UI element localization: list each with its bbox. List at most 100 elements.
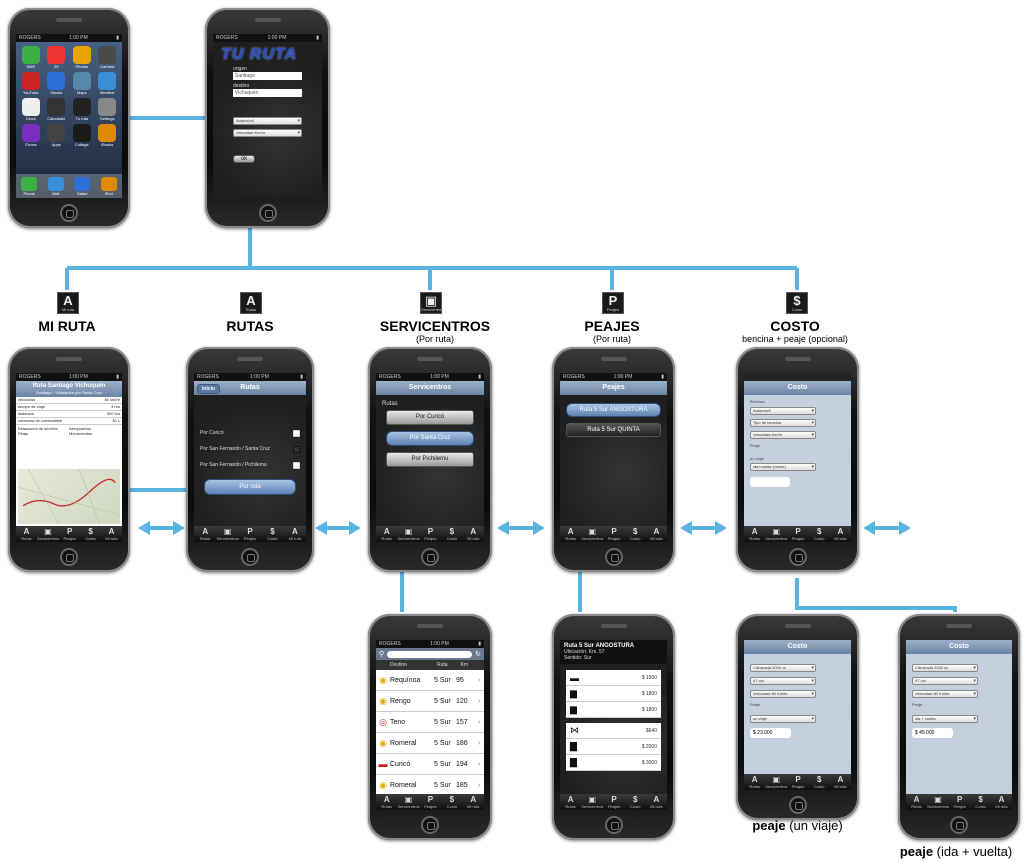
home-button[interactable]: [60, 204, 78, 222]
tab-item[interactable]: ▣Servicentros: [216, 526, 238, 542]
search-input[interactable]: [387, 650, 473, 658]
speed-select[interactable]: Velocidad Km/hr: [750, 431, 816, 439]
trip-select[interactable]: ida + vuelta: [912, 715, 978, 723]
speed-select[interactable]: Velocidad 80 Km/hr: [750, 690, 816, 698]
tab-item[interactable]: ▣Servicentros: [765, 774, 787, 790]
octane-select[interactable]: 97 oct: [750, 677, 816, 685]
app-icon[interactable]: Photos: [70, 46, 94, 69]
home-button[interactable]: [604, 816, 623, 834]
destination-input[interactable]: Vichuquén: [233, 89, 302, 97]
servicentros-route-button[interactable]: Por Santa Cruz: [386, 431, 474, 446]
octane-select[interactable]: 97 oct: [912, 677, 978, 685]
trip-select[interactable]: ida+vuelta (volver): [750, 463, 816, 471]
tab-item[interactable]: $Costo: [809, 774, 830, 790]
tab-item[interactable]: $Costo: [261, 526, 283, 542]
vehicle-select[interactable]: Automóvil: [750, 407, 816, 415]
option-checkbox[interactable]: [293, 461, 300, 469]
home-button[interactable]: [604, 548, 623, 566]
tab-item[interactable]: $Costo: [80, 526, 101, 542]
app-icon[interactable]: Stocks: [45, 72, 69, 95]
dock-app[interactable]: iPod: [100, 176, 117, 196]
home-button[interactable]: [950, 816, 968, 834]
trip-select[interactable]: un viaje: [750, 715, 816, 723]
app-icon[interactable]: Camera: [96, 46, 120, 69]
ok-button[interactable]: ok: [233, 155, 255, 163]
speed-select[interactable]: Velocidad Km/hr: [233, 129, 302, 137]
vehicle-select[interactable]: Automóvil: [233, 117, 302, 125]
tab-item[interactable]: $Costo: [625, 794, 646, 810]
tab-item[interactable]: $Costo: [809, 526, 830, 542]
servicentros-route-button[interactable]: Por Curicó: [386, 410, 474, 425]
tab-item[interactable]: ▣Servicentros: [397, 794, 419, 810]
app-icon[interactable]: Weather: [96, 72, 120, 95]
dock-app[interactable]: Mail: [47, 176, 64, 196]
app-icon[interactable]: SMS: [19, 46, 43, 69]
back-button[interactable]: Inicio: [197, 384, 221, 394]
cilindrada-select[interactable]: Cilindrada 2000 cc: [912, 664, 978, 672]
tab-item[interactable]: $Costo: [441, 794, 462, 810]
peaje-route-button[interactable]: Ruta 5 Sur ANGOSTURA: [566, 403, 661, 417]
tab-item[interactable]: $Costo: [970, 794, 991, 810]
tab-item[interactable]: ▣Servicentros: [927, 794, 949, 810]
home-button[interactable]: [788, 548, 807, 566]
option-checkbox[interactable]: [293, 445, 300, 453]
app-icon[interactable]: iBooks: [96, 124, 120, 147]
speed-select[interactable]: Velocidad 80 Km/hr: [912, 690, 978, 698]
home-button[interactable]: [788, 796, 807, 814]
refresh-icon[interactable]: ↻: [475, 651, 481, 658]
app-icon[interactable]: Settings: [96, 98, 120, 121]
app-icon[interactable]: Apps: [45, 124, 69, 147]
rutas-option[interactable]: Por San Fernando / Pichilemu: [200, 457, 300, 473]
app-icon[interactable]: Tu ruta: [70, 98, 94, 121]
tab-item[interactable]: ▣Servicentros: [397, 526, 419, 542]
tab-item[interactable]: $Costo: [625, 526, 646, 542]
dock-app[interactable]: Phone: [21, 176, 38, 196]
app-icon[interactable]: Maps: [70, 72, 94, 95]
option-checkbox[interactable]: [293, 429, 300, 437]
tab-item[interactable]: ▣Servicentros: [37, 526, 59, 542]
app-icon[interactable]: YouTube: [19, 72, 43, 95]
servicentros-route-button[interactable]: Por Pichilemu: [386, 452, 474, 467]
home-button[interactable]: [241, 548, 259, 566]
app-icon[interactable]: iTunes: [19, 124, 43, 147]
peaje-route-button[interactable]: Ruta 5 Sur QUINTA: [566, 423, 661, 437]
home-button[interactable]: [421, 816, 439, 834]
fuel-select[interactable]: Tipo de bencina: [750, 419, 816, 427]
tab-item[interactable]: $Costo: [441, 526, 462, 542]
home-button[interactable]: [60, 548, 78, 566]
por-ruta-button[interactable]: Por ruta: [204, 479, 296, 495]
app-icon[interactable]: Calculator: [45, 98, 69, 121]
app-icon[interactable]: Clock: [19, 98, 43, 121]
cilindrada-select[interactable]: Cilindrada 2000 cc: [750, 664, 816, 672]
origin-input[interactable]: Santiago: [233, 72, 302, 80]
home-button[interactable]: [258, 204, 277, 222]
